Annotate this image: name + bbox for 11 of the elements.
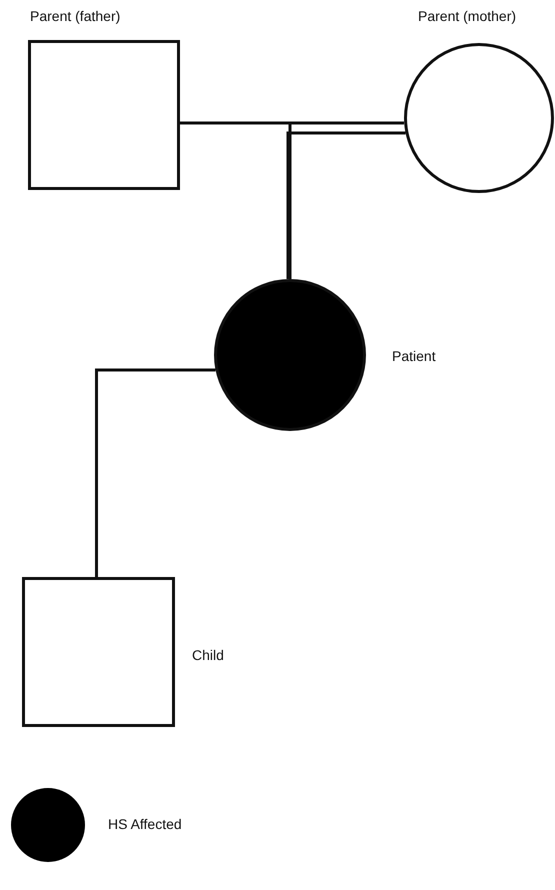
person-label: Parent (father) — [30, 8, 120, 24]
square-symbol — [30, 42, 178, 188]
square-symbol — [24, 578, 174, 726]
person-label: Parent (mother) — [418, 8, 516, 24]
circle-symbol — [406, 44, 552, 192]
pedigree-line — [286, 132, 406, 279]
person-label: Patient — [392, 348, 436, 364]
pedigree-line — [95, 368, 216, 577]
affected-circle-symbol — [216, 280, 364, 430]
person-label: Child — [192, 647, 224, 663]
legend-label: HS Affected — [108, 816, 182, 832]
